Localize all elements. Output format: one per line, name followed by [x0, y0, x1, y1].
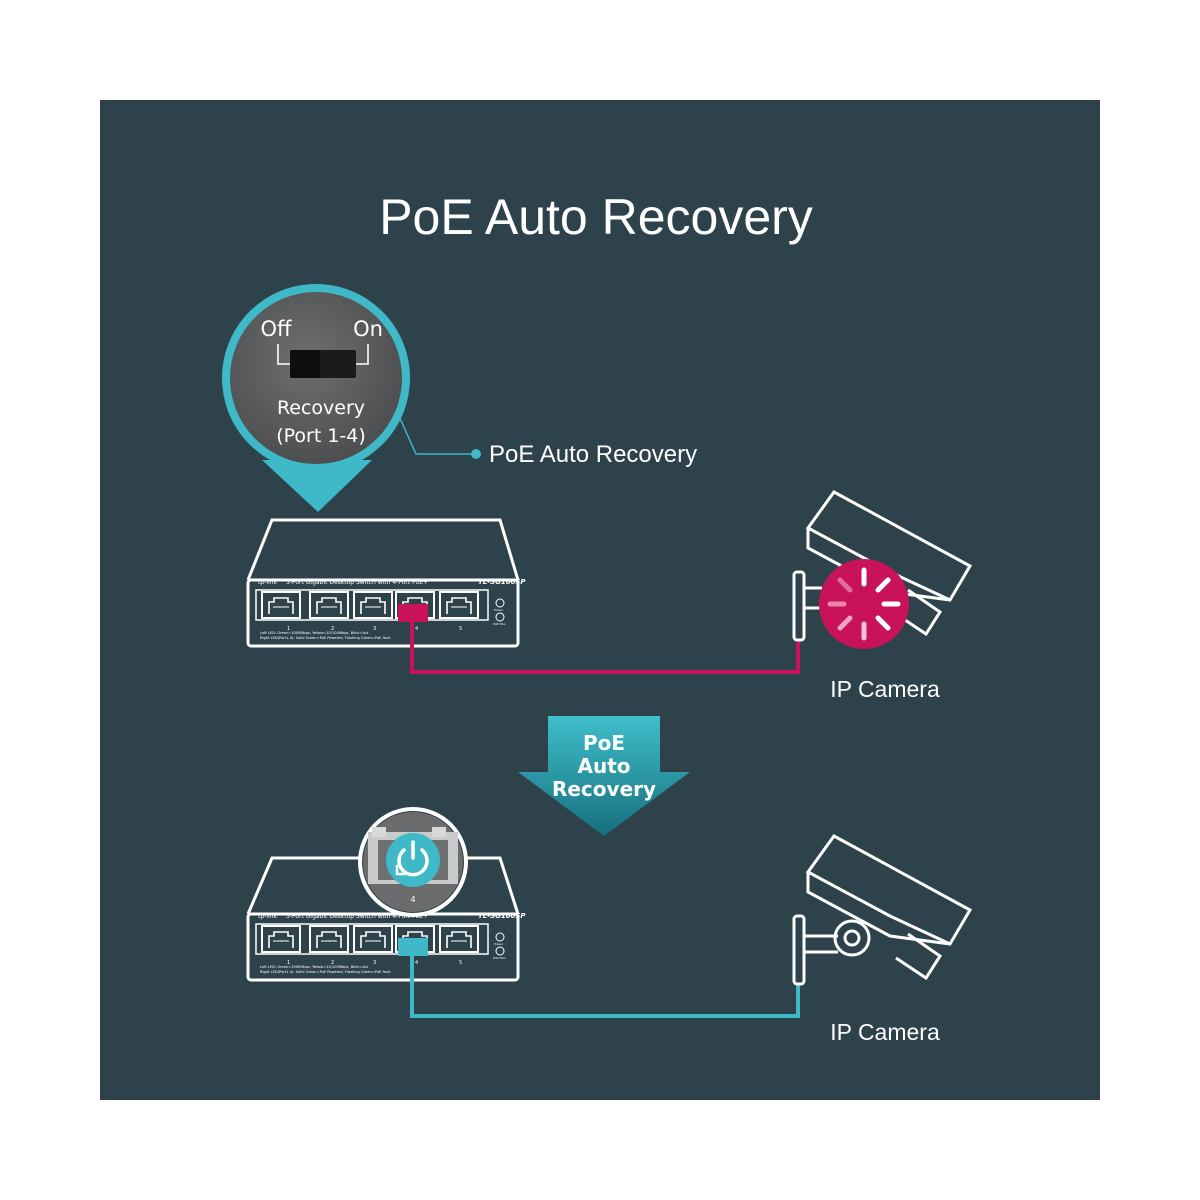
port-number-4: 4: [415, 626, 418, 632]
poe-switch-bottom: tp-link 5-Port Gigabit Desktop Switch wi…: [246, 856, 526, 982]
power-led-bottom: [495, 932, 505, 942]
switch-top-front: [246, 578, 520, 648]
switch-label-line2: (Port 1-4): [276, 425, 366, 447]
toggle-knob: [290, 350, 320, 378]
ip-camera-bottom: [792, 834, 973, 986]
ethernet-port-1-bottom: [261, 925, 301, 953]
ethernet-port-2: [309, 591, 349, 619]
zoom-port-number: 4: [410, 895, 415, 904]
port-4-fault-plug: [398, 604, 428, 622]
legend-line-2-bottom: Right LED(Port1-4): Solid Green=PoE Powe…: [260, 970, 391, 974]
camera-housing-bottom: [805, 834, 973, 946]
zoom-callout: Off On Recovery (Port 1-4): [222, 284, 410, 512]
switch-brand-bottom: tp-link: [258, 913, 277, 920]
poe-max-led: [495, 612, 505, 622]
down-arrow-shape: [518, 716, 690, 836]
background-panel: [100, 100, 1100, 1100]
port-number-1: 1: [287, 626, 290, 632]
annotation-label: PoE Auto Recovery: [489, 441, 697, 468]
loading-spinner-icon: [827, 567, 901, 641]
port-number-1-bottom: 1: [287, 960, 290, 966]
poe-switch-top: tp-link 5-Port Gigabit Desktop Switch wi…: [246, 518, 526, 648]
legend-line-1-bottom: Left LED: Green=1000Mbps, Yellow=10/100M…: [260, 965, 369, 969]
led-label-poe-max: PoE Max: [493, 622, 506, 626]
page-title: PoE Auto Recovery: [379, 189, 813, 245]
ethernet-port-3-bottom: [353, 925, 393, 953]
legend-line-1: Left LED: Green=1000Mbps, Yellow=10/100M…: [260, 631, 369, 635]
poe-max-led-bottom: [495, 946, 505, 956]
led-label-power-bottom: Power: [494, 942, 504, 946]
arrow-label-line3: Recovery: [552, 777, 656, 801]
port-number-2: 2: [331, 626, 334, 632]
off-label: Off: [261, 317, 293, 341]
camera-pivot-joint: [833, 919, 871, 957]
switch-description-bottom: 5-Port Gigabit Desktop Switch with 4-Por…: [286, 913, 428, 920]
callout-pointer: [262, 460, 372, 512]
ethernet-port-1: [261, 591, 301, 619]
port-number-4-bottom: 4: [415, 960, 418, 966]
switch-label-line1: Recovery: [277, 397, 365, 419]
annotation-dot: [471, 449, 481, 459]
ethernet-port-3: [353, 591, 393, 619]
switch-top-lid: [246, 518, 520, 581]
arrow-label-line2: Auto: [577, 754, 630, 778]
annotation-leader-line: [397, 413, 474, 455]
power-restart-icon: [395, 840, 429, 877]
switch-brand: tp-link: [258, 579, 277, 586]
ip-camera-top: [792, 490, 973, 649]
port-4-recovered-plug: [398, 938, 428, 956]
ethernet-port-5-bottom: [439, 925, 479, 953]
ethernet-port-5: [439, 591, 479, 619]
cable-recovered: [410, 956, 800, 1018]
switch-bracket: [277, 344, 369, 365]
port-number-3: 3: [373, 626, 376, 632]
recovered-port-zoom: 4: [358, 807, 468, 917]
power-led: [495, 598, 505, 608]
switch-description: 5-Port Gigabit Desktop Switch with 4-Por…: [286, 579, 428, 586]
switch-model: TL-SG1005P: [478, 578, 526, 586]
led-label-power: Power: [494, 608, 504, 612]
ethernet-port-2-bottom: [309, 925, 349, 953]
camera-label-bottom: IP Camera: [830, 1019, 940, 1045]
switch-model-bottom: TL-SG1005P: [478, 912, 526, 920]
switch-bottom-front: [246, 912, 520, 982]
on-label: On: [353, 317, 383, 341]
led-label-poe-max-bottom: PoE Max: [493, 956, 506, 960]
cable-fault: [410, 622, 800, 674]
port-number-2-bottom: 2: [331, 960, 334, 966]
port-number-5-bottom: 5: [459, 960, 462, 966]
port-number-3-bottom: 3: [373, 960, 376, 966]
legend-line-2: Right LED(Port1-4): Solid Green=PoE Powe…: [260, 636, 391, 640]
port-number-5: 5: [459, 626, 462, 632]
camera-label-top: IP Camera: [830, 676, 940, 702]
camera-wall-mount-bottom: [792, 914, 806, 986]
arrow-label-line1: PoE: [583, 731, 625, 755]
recovery-arrow: PoE Auto Recovery: [518, 716, 690, 836]
camera-wall-mount: [792, 570, 806, 642]
